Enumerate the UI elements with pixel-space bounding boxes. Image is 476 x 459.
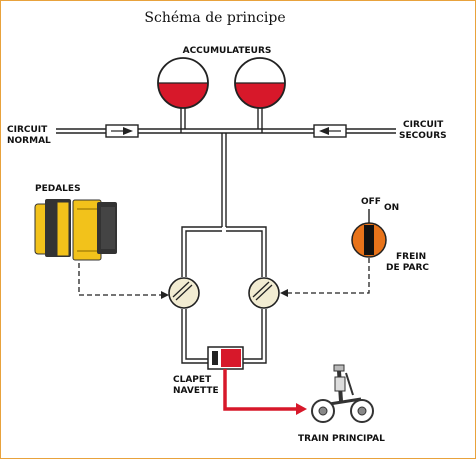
circuit-normal-label-1: CIRCUIT — [7, 125, 48, 135]
on-label: ON — [384, 203, 399, 213]
check-valve-secours — [313, 124, 347, 138]
accumulator-right — [234, 57, 286, 109]
shuttle-valve — [207, 346, 244, 370]
pedales-label: PEDALES — [35, 184, 81, 194]
metering-valve-right — [248, 277, 280, 309]
distribution-loop — [181, 226, 267, 277]
pedal-control-line — [78, 263, 161, 296]
parking-brake-handle-icon — [351, 209, 387, 258]
accumulator-left — [157, 57, 209, 109]
landing-gear-icon — [311, 364, 374, 423]
circuit-secours-label-1: CIRCUIT — [403, 120, 444, 130]
frein-label-2: DE PARC — [386, 263, 429, 273]
parking-brake-arrow — [280, 289, 288, 297]
diagram-title: Schéma de principe — [144, 10, 285, 26]
trunk-pipe — [221, 133, 227, 227]
circuit-secours-label-2: SECOURS — [399, 131, 447, 141]
circuit-normal-label-2: NORMAL — [7, 136, 51, 146]
clapet-label-2: NAVETTE — [173, 386, 219, 396]
parking-brake-control-line — [288, 258, 370, 294]
train-principal-label: TRAIN PRINCIPAL — [298, 434, 385, 444]
off-label: OFF — [361, 197, 381, 207]
lower-loop — [181, 309, 267, 364]
clapet-label-1: CLAPET — [173, 375, 212, 385]
accumulateurs-label: ACCUMULATEURS — [183, 46, 272, 56]
check-valve-normal — [105, 124, 139, 138]
pedal-arrow — [161, 291, 169, 299]
metering-valve-left — [168, 277, 200, 309]
pedals-icon — [34, 199, 117, 261]
brake-pressure-line — [223, 369, 307, 415]
frein-label-1: FREIN — [396, 252, 426, 262]
